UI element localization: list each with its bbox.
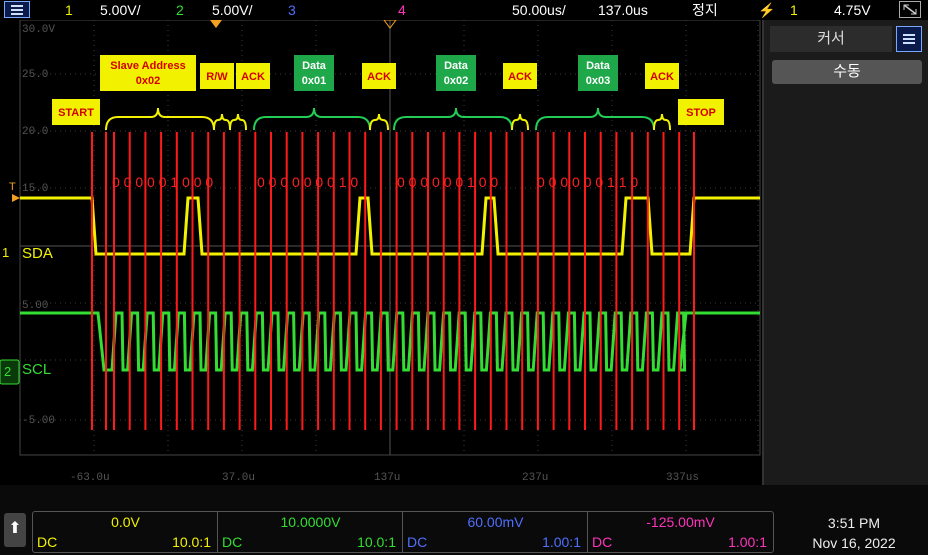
ch1-scale[interactable]: 5.00V/ (100, 2, 141, 18)
y-label: 5.00 (22, 300, 48, 312)
ack-box (236, 63, 270, 89)
ch4-number[interactable]: 4 (398, 2, 406, 18)
channel-info-bar: ⬆ 0.0V DC 10.0:1 10.0000V DC 10.0:1 60.0… (0, 485, 928, 555)
ch3-number[interactable]: 3 (288, 2, 296, 18)
ch2-offset: 10.0000V (280, 514, 341, 530)
ch2-ground-marker[interactable] (0, 359, 20, 385)
x-label: 37.0u (222, 472, 255, 484)
stop-label: STOP (686, 107, 716, 119)
data2-value: 0x02 (444, 75, 468, 87)
ch1-number[interactable]: 1 (65, 2, 73, 18)
data1-value: 0x01 (302, 75, 326, 87)
ch3-settings[interactable]: 60.00mV DC 1.00:1 (403, 512, 588, 552)
x-label: 337us (666, 472, 699, 484)
trigger-slope-icon[interactable]: ⚡ (758, 2, 776, 18)
y-label: 20.0 (22, 126, 48, 138)
stop-label-box (678, 99, 724, 125)
data3-value: 0x03 (586, 75, 610, 87)
date: Nov 16, 2022 (812, 535, 896, 551)
trigger-level-arrow (12, 194, 20, 202)
annotation-brackets (105, 107, 671, 131)
graticule (19, 20, 759, 455)
manual-mode-button[interactable]: 수동 (772, 60, 922, 84)
ack-label: ACK (508, 71, 532, 83)
ch3-offset: 60.00mV (467, 514, 524, 530)
ack-box (362, 63, 396, 89)
y-label: -5.00 (22, 415, 55, 427)
ch1-settings[interactable]: 0.0V DC 10.0:1 (33, 512, 218, 552)
data2-box (436, 55, 476, 91)
waveform-display[interactable]: 30.0V 25.0 20.0 15.0 5.00 -5.00 -63.0u 3… (0, 20, 762, 485)
ch1-offset: 0.0V (111, 514, 140, 530)
data2-label: Data (444, 60, 469, 72)
data2-bits: 0 0 0 0 0 0 1 0 0 (397, 174, 498, 190)
y-label: 15.0 (22, 183, 48, 195)
ack-label: ACK (241, 71, 265, 83)
ch1-coupling: DC (37, 534, 58, 550)
data1-box (294, 55, 334, 91)
rw-box (200, 63, 234, 89)
trigger-level[interactable]: 4.75V (834, 2, 871, 18)
ch4-settings[interactable]: -125.00mV DC 1.00:1 (588, 512, 773, 552)
ch3-coupling: DC (407, 534, 428, 550)
x-label: 237u (522, 472, 548, 484)
scl-waveform (20, 311, 760, 372)
y-label: 30.0V (22, 24, 55, 36)
ack-label: ACK (367, 71, 391, 83)
y-label: 25.0 (22, 69, 48, 81)
scl-label: SCL (22, 361, 51, 378)
scl-trace (20, 311, 760, 372)
timebase[interactable]: 50.00us/ (512, 2, 566, 18)
resize-icon[interactable] (899, 1, 921, 18)
rw-label: R/W (206, 71, 228, 83)
ch3-probe: 1.00:1 (542, 534, 581, 550)
data3-box (578, 55, 618, 91)
trigger-level-marker[interactable]: T (9, 181, 16, 193)
ch2-number[interactable]: 2 (176, 2, 184, 18)
x-label: 137u (374, 472, 400, 484)
ch4-probe: 1.00:1 (728, 534, 767, 550)
clock: 3:51 PM Nov 16, 2022 (786, 513, 922, 553)
ack-box (503, 63, 537, 89)
start-label: START (58, 107, 94, 119)
address-bits: 0 0 0 0 0 1 0 0 0 (112, 174, 213, 190)
ch1-probe: 10.0:1 (172, 534, 211, 550)
ch2-scale[interactable]: 5.00V/ (212, 2, 253, 18)
ack-box (645, 63, 679, 89)
ch4-offset: -125.00mV (646, 514, 715, 530)
bit-marker-lines (91, 132, 695, 430)
menu-icon[interactable] (896, 26, 922, 52)
trigger-position-marker[interactable] (210, 20, 222, 28)
up-arrow-icon[interactable]: ⬆ (4, 513, 26, 547)
ack-label: ACK (650, 71, 674, 83)
center-axes (20, 20, 758, 455)
delay[interactable]: 137.0us (598, 2, 648, 18)
channel-settings: 0.0V DC 10.0:1 10.0000V DC 10.0:1 60.00m… (32, 511, 774, 553)
trigger-source[interactable]: 1 (790, 2, 798, 18)
ch4-coupling: DC (592, 534, 613, 550)
start-label-box (52, 99, 100, 125)
sda-label: SDA (22, 245, 53, 262)
ch2-settings[interactable]: 10.0000V DC 10.0:1 (218, 512, 403, 552)
time: 3:51 PM (827, 515, 881, 531)
data1-label: Data (302, 60, 327, 72)
status-bar: 1 5.00V/ 2 5.00V/ 3 4 50.00us/ 137.0us 정… (0, 0, 928, 20)
cursor-tab[interactable]: 커서 (770, 26, 892, 52)
run-state[interactable]: 정지 (692, 2, 718, 18)
ch1-ground-marker[interactable]: 1 (2, 245, 9, 260)
menu-button[interactable] (4, 1, 30, 18)
slave-address-box (100, 55, 196, 91)
slave-address-label: Slave Address (110, 60, 185, 72)
data1-bits: 0 0 0 0 0 0 0 1 0 (257, 174, 358, 190)
slave-address-value: 0x02 (136, 75, 160, 87)
ch2-probe: 10.0:1 (357, 534, 396, 550)
center-marker (383, 20, 397, 29)
side-panel: 커서 수동 (762, 20, 928, 485)
data3-bits: 0 0 0 0 0 0 1 1 0 (537, 174, 638, 190)
x-label: -63.0u (70, 472, 110, 484)
ch2-marker-label: 2 (4, 364, 11, 379)
ch2-coupling: DC (222, 534, 243, 550)
data3-label: Data (586, 60, 611, 72)
plot-border (19, 20, 761, 456)
